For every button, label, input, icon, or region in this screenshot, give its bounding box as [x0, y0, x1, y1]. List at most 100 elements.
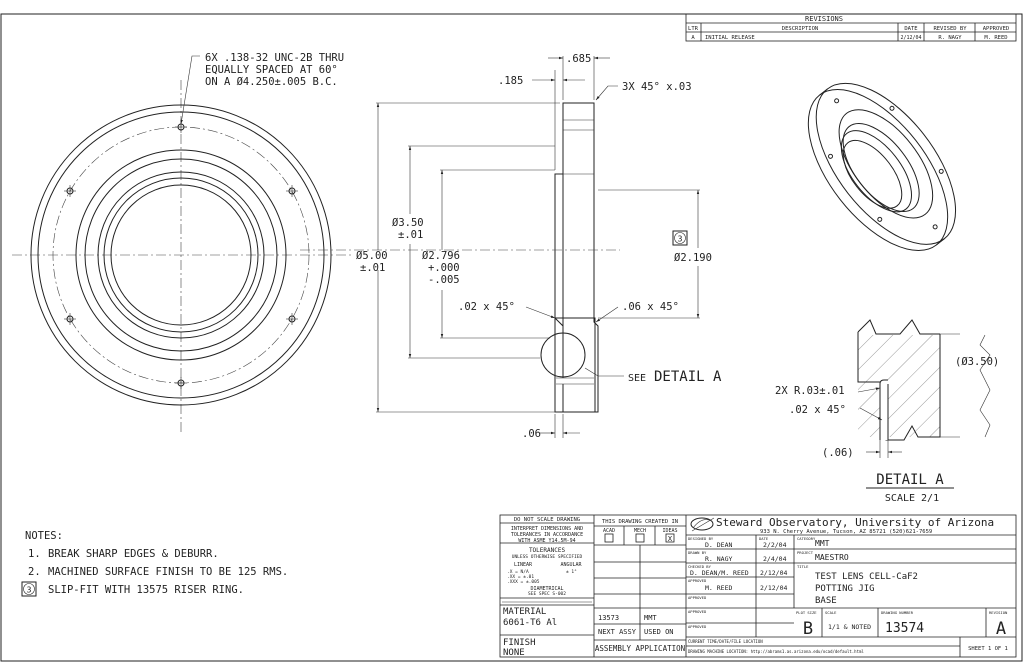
tol-xx: .XX = ±.01 — [507, 574, 534, 580]
revision-value: A — [996, 619, 1006, 639]
note-1-text: BREAK SHARP EDGES & DEBURR. — [48, 548, 219, 560]
role-approved1-name: M. REED — [705, 584, 732, 592]
notes-section: NOTES: 1. BREAK SHARP EDGES & DEBURR. 2.… — [21, 530, 288, 597]
note-ref-box — [672, 230, 688, 246]
hole-note-line3: ON A Ø4.250±.005 B.C. — [205, 76, 338, 88]
rev-row-approved: M. REED — [984, 35, 1007, 41]
role-approved1-label: APPROVED — [688, 578, 707, 583]
interpret-line1: INTERPRET DIMENSIONS AND — [511, 526, 583, 532]
interpret-line3: WITH ASME Y14.5M-94 — [518, 538, 575, 544]
role-drawn-date: 2/4/04 — [763, 555, 787, 563]
rev-header-ltr: LTR — [688, 26, 699, 32]
revision-title: REVISIONS — [805, 15, 843, 23]
interpret-line2: TOLERANCES IN ACCORDANCE — [511, 532, 583, 538]
front-view: 6X .138-32 UNC-2B THRU EQUALLY SPACED AT… — [12, 52, 352, 432]
dim-dia-350-tol: ±.01 — [398, 229, 423, 241]
sheet-border — [0, 13, 1023, 662]
cad-checkbox-ideas — [665, 533, 675, 543]
tapped-holes — [64, 121, 298, 389]
current-time-location: CURRENT TIME/DATE/FILE LOCATION — [688, 639, 763, 644]
hole-note-line1: 6X .138-32 UNC-2B THRU — [205, 52, 344, 64]
role-approved3-label: APPROVED — [688, 609, 707, 614]
cad-opt-acad: ACAD — [603, 528, 615, 534]
role-drawn-name: R. NAGY — [705, 555, 732, 563]
detail-a-view: (Ø3.50) 2X R.03±.01 .02 x 45° (.06) DETA… — [775, 319, 999, 504]
detail-a-title: DETAIL A — [876, 472, 944, 488]
cad-checkbox-acad — [604, 533, 614, 543]
plot-size-value: B — [803, 619, 813, 639]
dim-185: .185 — [498, 75, 523, 87]
note-3-text: SLIP-FIT WITH 13575 RISER RING. — [48, 584, 244, 596]
isometric-view — [807, 82, 957, 251]
cad-opt-mech: MECH — [634, 528, 646, 534]
dim-dia-350: Ø3.50 — [392, 217, 424, 229]
rev-header-approved: APPROVED — [983, 26, 1010, 32]
dim-dia-2796-plus: +.000 — [428, 262, 460, 274]
used-on-value: MMT — [644, 614, 657, 622]
category-value: MMT — [815, 539, 830, 548]
detail-chamfer-note: .02 x 45° — [789, 404, 846, 416]
tol-angular: ± 1° — [566, 569, 577, 575]
sheet-number: SHEET 1 OF 1 — [968, 646, 1008, 652]
rev-row-ltr: A — [691, 35, 695, 41]
drawing-number-label: DRAWING NUMBER — [881, 610, 914, 615]
category-label: CATEGORY — [797, 536, 816, 541]
cad-opt-ideas: IDEAS — [662, 528, 677, 534]
rev-row-description: INITIAL RELEASE — [705, 35, 755, 41]
tol-xxx: .XXX = ±.005 — [507, 579, 540, 585]
title-line3: BASE — [815, 596, 837, 606]
note-2-text: MACHINED SURFACE FINISH TO BE 125 RMS. — [48, 566, 288, 578]
role-designed-name: D. DEAN — [705, 541, 732, 549]
chamfer-06-note: .06 x 45° — [622, 301, 679, 313]
revision-table: REVISIONS LTR DESCRIPTION DATE REVISED B… — [685, 13, 1017, 42]
rev-row-date: 2/12/04 — [900, 35, 921, 41]
project-value: MAESTRO — [815, 553, 849, 562]
linear-label: LINEAR — [514, 562, 533, 568]
detail-dia-ref: (Ø3.50) — [955, 356, 999, 368]
rev-header-date: DATE — [904, 26, 917, 32]
see-label: SEE — [628, 373, 646, 384]
dim-dia-500: Ø5.00 — [356, 250, 388, 262]
scale-value: 1/1 & NOTED — [828, 623, 871, 631]
cad-checkbox-mech — [635, 533, 645, 543]
created-in-label: THIS DRAWING CREATED IN — [602, 519, 678, 525]
detail-a-callout: DETAIL A — [654, 369, 722, 385]
role-designed-label: DESIGNED BY — [688, 536, 714, 541]
note-3-number: 3 — [27, 586, 32, 595]
section-view: .685 .185 3X 45° x.03 Ø5.00 ±.01 Ø3.50 ±… — [300, 53, 722, 440]
note-1-number: 1. — [28, 548, 41, 560]
project-label: PROJECT — [797, 550, 814, 555]
dim-dia-2796-minus: -.005 — [428, 274, 460, 286]
angular-label: ANGULAR — [560, 562, 582, 568]
next-assy-label: NEXT ASSY — [598, 628, 637, 636]
role-designed-date: 2/2/04 — [763, 541, 787, 549]
diametrical-label: DIAMETRICAL — [530, 586, 563, 592]
note-2-number: 2. — [28, 566, 41, 578]
note-ref-3: 3 — [678, 235, 683, 244]
role-designed-date-label: DATE — [759, 536, 769, 541]
chamfer-02-note: .02 x 45° — [458, 301, 515, 313]
title-line2: POTTING JIG — [815, 584, 875, 594]
detail-a-callout-circle — [540, 332, 586, 378]
cad-mark: X — [668, 535, 673, 543]
scale-label: SCALE — [825, 610, 837, 615]
finish-value: NONE — [503, 648, 525, 658]
machine-location: DRAWING MACHINE LOCATION: http://abrams1… — [688, 649, 864, 654]
rev-header-description: DESCRIPTION — [782, 26, 818, 32]
dim-dia-2190: Ø2.190 — [674, 252, 712, 264]
role-checked-date: 2/12/04 — [760, 569, 787, 577]
role-drawn-label: DRAWN BY — [688, 550, 707, 555]
material-value: 6061-T6 Al — [503, 618, 557, 628]
role-approved2-label: APPROVED — [688, 595, 707, 600]
rev-header-revised-by: REVISED BY — [933, 26, 967, 32]
dim-dia-2796: Ø2.796 — [422, 250, 460, 262]
revision-label: REVISION — [989, 610, 1008, 615]
organization-name: Steward Observatory, University of Arizo… — [716, 516, 994, 529]
title-line1: TEST LENS CELL-CaF2 — [815, 572, 918, 582]
do-not-scale: DO NOT SCALE DRAWING — [514, 517, 580, 523]
used-on-label: USED ON — [644, 628, 674, 636]
organization-logo-icon — [690, 517, 715, 532]
tolerances-title: TOLERANCES — [529, 547, 566, 554]
see-spec: SEE SPEC S-002 — [528, 591, 566, 597]
